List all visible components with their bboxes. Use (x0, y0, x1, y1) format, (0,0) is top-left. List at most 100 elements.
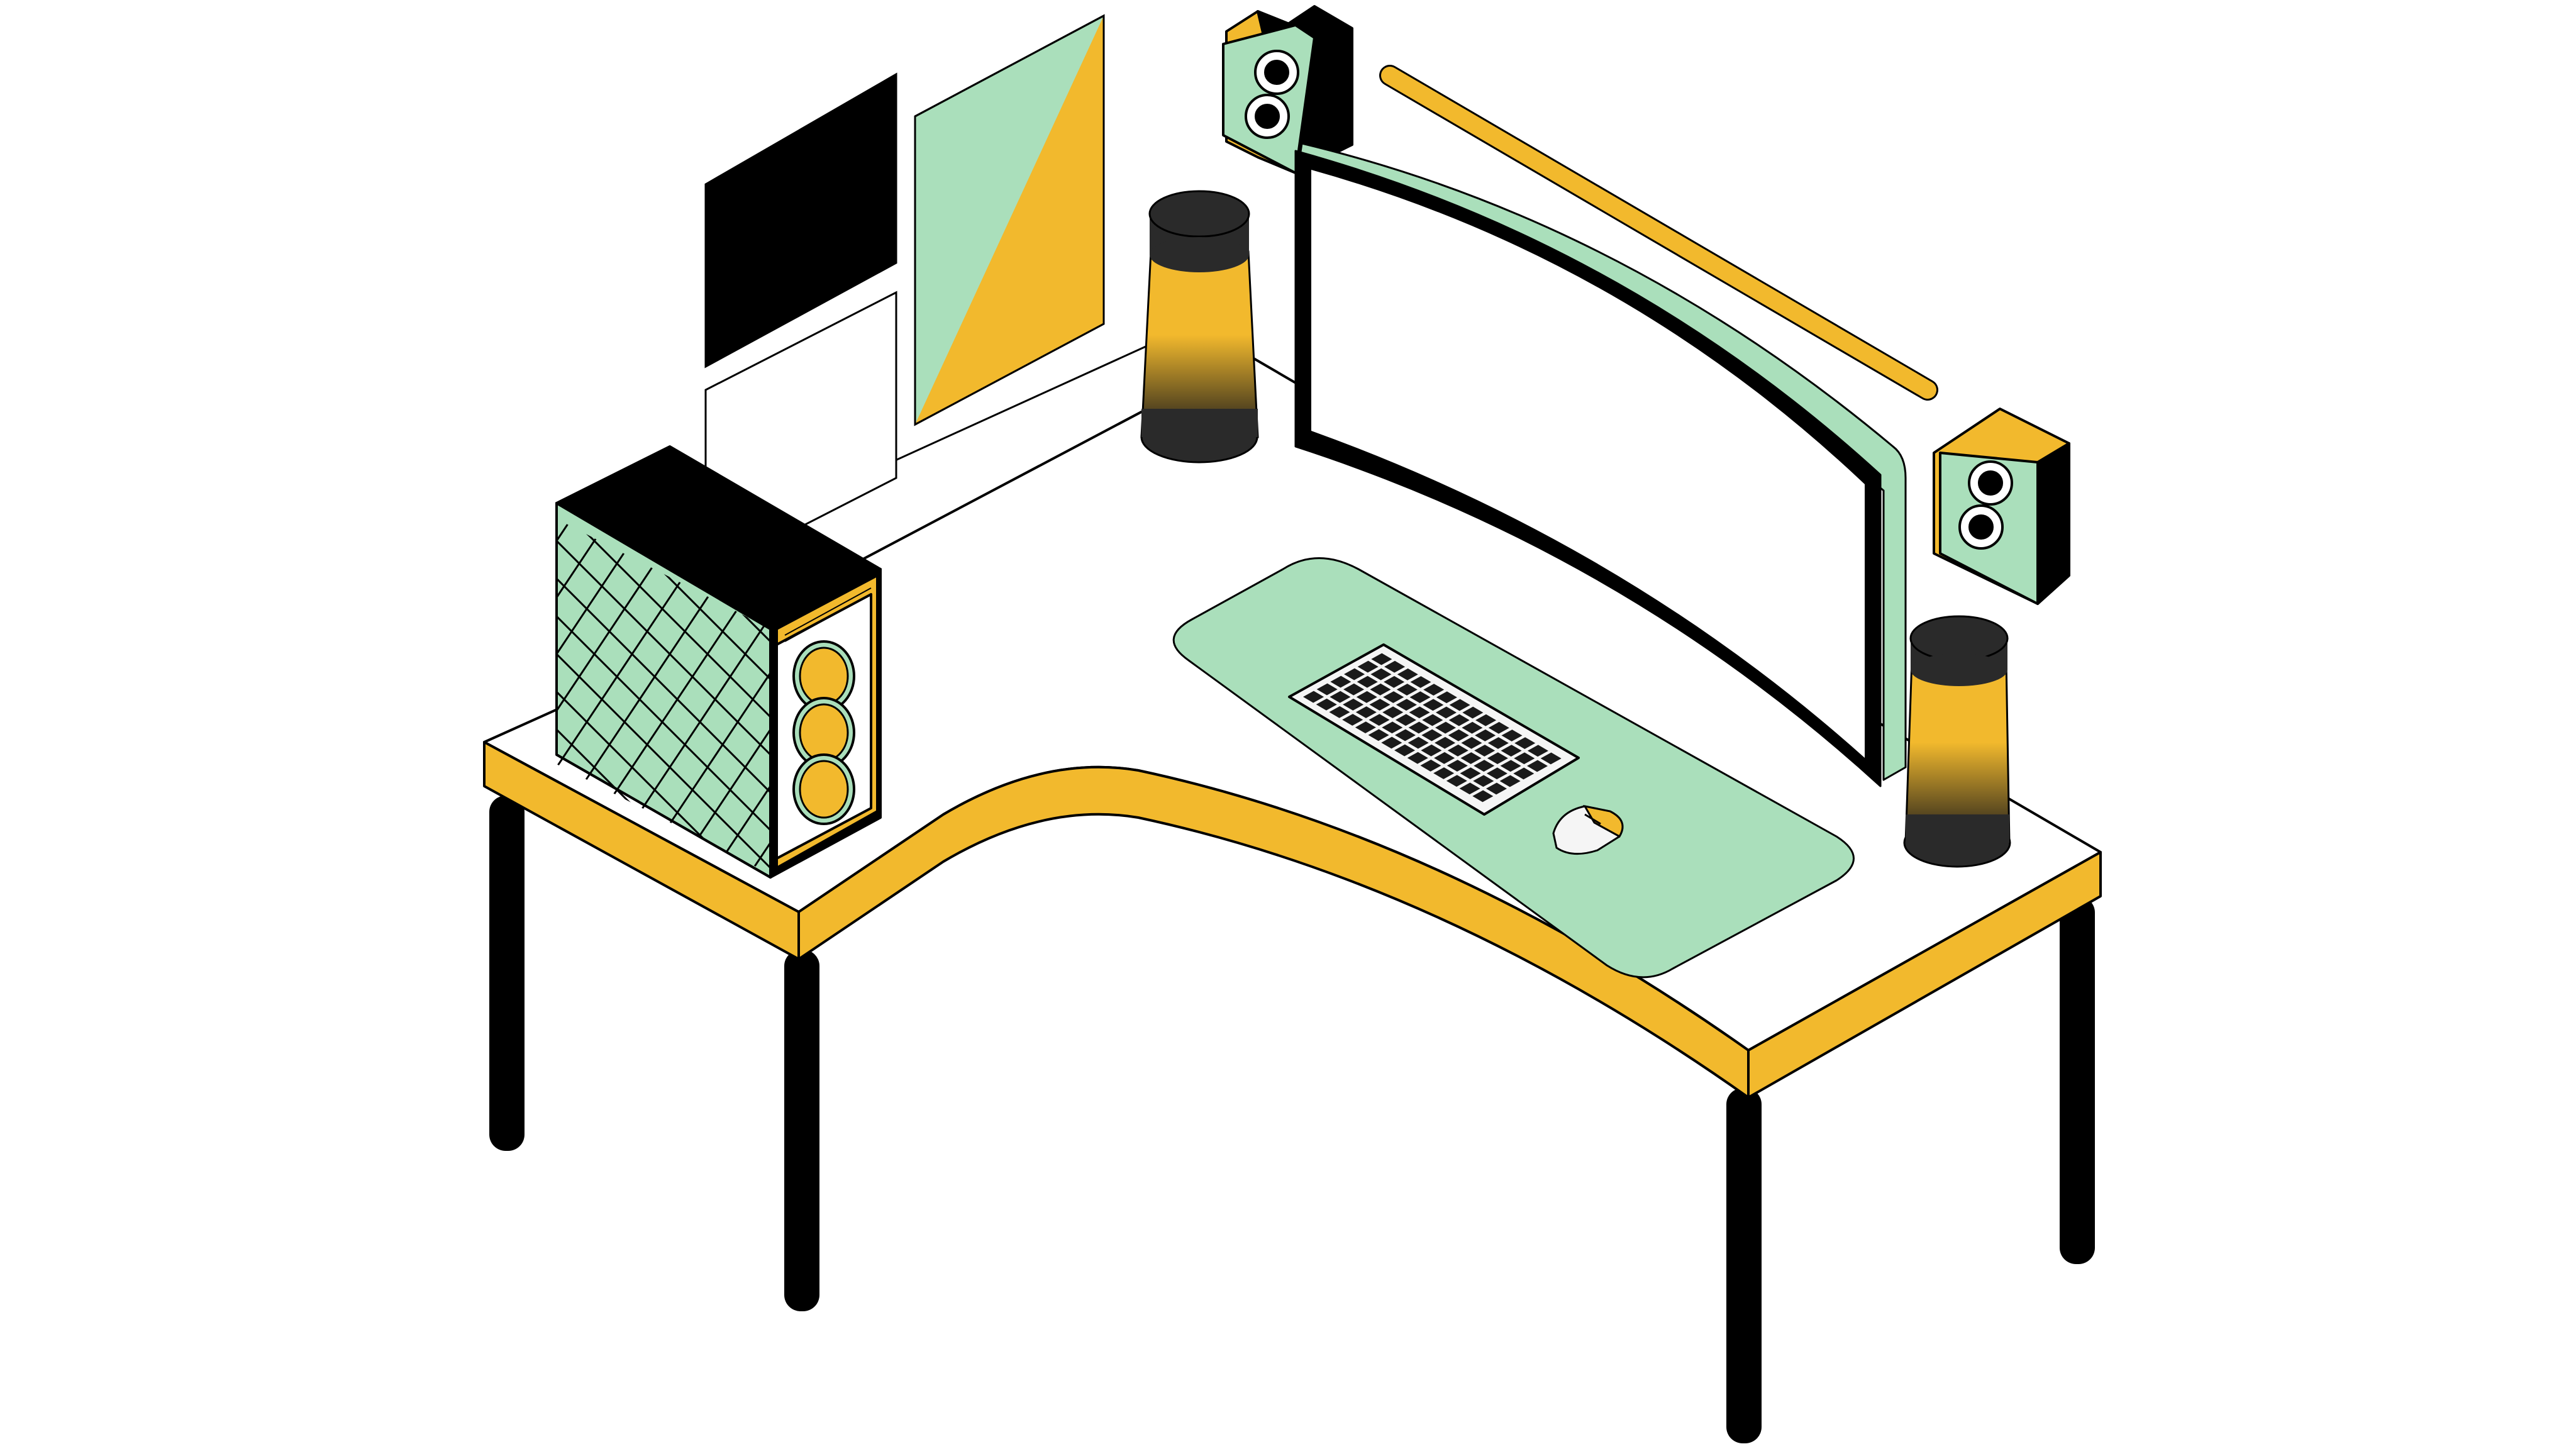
keyboard-key (1462, 721, 1483, 734)
keyboard-key (1447, 744, 1468, 757)
keyboard-key (1316, 683, 1338, 696)
keyboard-key (1407, 752, 1428, 764)
bookshelf-speaker-right-icon (1933, 408, 2070, 605)
keyboard-key (1446, 760, 1468, 772)
light-bar-icon (1379, 65, 1938, 401)
keyboard-key (1355, 706, 1377, 718)
keyboard-key (1501, 730, 1523, 741)
keyboard-key (1343, 698, 1364, 711)
keyboard-key (1394, 744, 1416, 757)
keyboard-key (1421, 744, 1442, 757)
lamp-speaker-right-icon (1903, 615, 2011, 868)
mesh-line (557, 519, 770, 874)
keyboard-key (1396, 699, 1417, 711)
pc-fan-bottom (792, 753, 855, 825)
keyboard-key (1475, 729, 1496, 741)
mesh-line (557, 519, 621, 874)
lamp-speaker-left-icon (1140, 190, 1259, 464)
keyboard-key (1423, 699, 1444, 711)
mesh-line (255, 503, 506, 880)
keyboard-key (1370, 683, 1391, 696)
keyboard-key (1487, 737, 1509, 749)
desk-leg-front-right (1726, 1088, 1762, 1443)
mesh-line (104, 503, 481, 880)
mesh-line (142, 503, 393, 880)
mesh-line (557, 519, 770, 874)
keyboard-key (1435, 721, 1457, 734)
keyboard-key (1526, 760, 1548, 772)
mesh-line (557, 519, 583, 874)
keyboard-key (1410, 676, 1431, 688)
keyboard-key (1485, 782, 1507, 795)
keyboard-key (1355, 721, 1376, 734)
wall-art-diagonal-poster-icon (914, 14, 1105, 426)
keyboard-key (1408, 721, 1430, 734)
keyboard-key (1303, 691, 1324, 703)
keyboard-key (1343, 683, 1365, 696)
keyboard-key (1382, 721, 1403, 734)
keyboard-key (1396, 684, 1418, 696)
keyboard-key (1448, 729, 1469, 741)
keyboard-key (1540, 752, 1562, 765)
mesh-line (142, 503, 519, 880)
keyboard-key (1499, 775, 1521, 787)
desk-leg-back-right (2060, 896, 2095, 1264)
keyboard-key (1460, 752, 1482, 764)
keyboard-key (1473, 775, 1494, 787)
keyboard-key (1433, 767, 1455, 779)
keyboard-key (1329, 706, 1350, 718)
keyboard-key (1514, 752, 1535, 765)
keyboard-key (1421, 729, 1443, 741)
keyboard-key (1527, 745, 1548, 757)
keyboard-key (1487, 752, 1508, 765)
keyboard-key (1423, 684, 1445, 696)
curved-monitor-icon (1294, 142, 1907, 787)
keyboard-key (1384, 660, 1406, 673)
keyboard-key (1397, 668, 1418, 680)
keyboard-key (1420, 759, 1441, 772)
keyboard-key (1448, 714, 1470, 726)
keyboard-key (1370, 668, 1392, 680)
mesh-line (217, 503, 469, 880)
keyboard-key (1434, 752, 1455, 764)
mesh-line (557, 519, 596, 874)
keyboard-key (1409, 691, 1431, 704)
keyboard-key (1500, 760, 1521, 772)
keyboard-key (1330, 675, 1352, 688)
keyboard-key (1371, 653, 1392, 665)
keyboard-key (1461, 736, 1482, 749)
mesh-line (557, 519, 658, 874)
keyboard-key (1488, 721, 1509, 734)
bookshelf-speaker-left-icon (1222, 5, 1353, 174)
keyboard-key (1330, 691, 1351, 703)
keyboard-key (1422, 714, 1443, 726)
keyboard-key (1474, 760, 1495, 772)
mesh-line (557, 519, 747, 874)
keyboard-key (1384, 675, 1405, 688)
keyboard-key (1472, 790, 1494, 802)
keyboard-key (1460, 767, 1481, 780)
keyboard-key (1381, 736, 1402, 749)
keyboard-key (1446, 775, 1467, 787)
mouse-icon (1552, 804, 1624, 855)
keyboard-key (1344, 668, 1365, 680)
keyboard-keys (1303, 653, 1562, 802)
keyboard-key (1407, 736, 1429, 749)
keyboard-key (1409, 706, 1430, 719)
keyboard-key (1383, 691, 1404, 703)
mesh-line (631, 519, 770, 874)
keyboard-key (1395, 714, 1416, 726)
keyboard-key (1357, 675, 1378, 688)
keyboard-key (1369, 699, 1391, 711)
keyboard-key (1382, 706, 1404, 719)
mesh-line (557, 519, 770, 874)
keyboard-key (1394, 729, 1416, 741)
keyboard-key (1462, 706, 1484, 719)
keyboard-key (1514, 737, 1536, 750)
keyboard-key (1435, 736, 1456, 749)
keyboard-key (1474, 745, 1496, 757)
keyboard-key (1368, 714, 1390, 726)
mesh-line (179, 503, 431, 880)
